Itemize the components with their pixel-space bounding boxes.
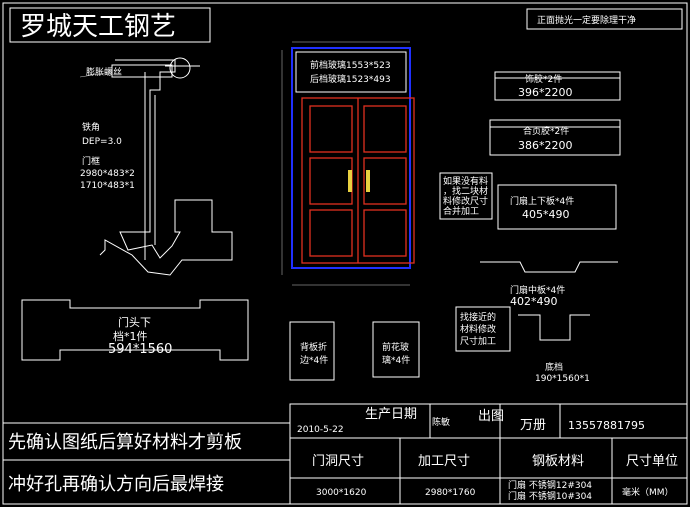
production-date: 2010-5-22 — [297, 425, 344, 435]
door-head-part: 门头下 档*1件 594*1560 — [21, 299, 249, 361]
dep-label: DEP=3.0 — [82, 137, 122, 147]
front-glass-label: 前档玻璃1553*523 — [310, 59, 391, 71]
frame-size-1: 2980*483*2 — [80, 169, 135, 179]
door-frame-label: 门框 — [82, 155, 100, 167]
title: 罗城天工钢艺 — [20, 12, 176, 42]
unit-label: 尺寸单位 — [626, 454, 678, 469]
spec-table: 生产日期 2010-5-22 陈敏 出图 万册 13557881795 门洞尺寸… — [289, 403, 688, 505]
top-note-box — [526, 8, 683, 30]
bottom-stop-size: 190*1560*1 — [535, 374, 590, 384]
steel-label: 钢板材料 — [532, 454, 584, 469]
near-material-note: 找接近的 材料修改 尺寸加工 — [455, 306, 511, 352]
rear-glass-label: 后档玻璃1523*493 — [310, 73, 391, 85]
angle-iron-label: 铁角 — [82, 121, 100, 133]
decor-glue-size: 396*2200 — [518, 86, 573, 99]
drawn-by-label: 出图 — [478, 409, 504, 424]
bottom-stop-part: 底档 190*1560*1 — [518, 314, 590, 384]
side-fold-label: 背板折 — [300, 341, 327, 353]
notice-line-1: 先确认图纸后算好材料才剪板 — [8, 432, 242, 453]
front-glass-flower-count: 璃*4件 — [382, 354, 410, 366]
steel-2: 门扇 不锈钢10#304 — [508, 490, 592, 502]
middle-plate-size: 402*490 — [510, 295, 558, 308]
material-note-2: ，找二块材 — [443, 185, 488, 197]
notice-block: 先确认图纸后算好材料才剪板 冲好孔再确认方向后最焊接 — [3, 422, 290, 495]
front-glass-flower-part: 前花玻 璃*4件 — [372, 321, 420, 378]
door-elevation: 前档玻璃1553*523 后档玻璃1523*493 — [281, 41, 415, 286]
material-note: 如果没有料 ，找二块材 料修改尺寸 合并加工 — [439, 172, 493, 220]
frame-section: 膨胀螺丝 铁角 DEP=3.0 门框 2980*483*2 1710*483*1 — [79, 57, 233, 276]
middle-plate-part: 门扇中板*4件 402*490 — [480, 261, 618, 308]
material-note-1: 如果没有料 — [443, 175, 488, 187]
hinge-glue-label: 合页胶*2件 — [523, 125, 569, 137]
decor-glue-label: 饰胶*2件 — [525, 73, 562, 85]
process-size: 2980*1760 — [425, 488, 476, 498]
drawn-by: 万册 — [520, 418, 546, 433]
side-fold-count: 边*4件 — [300, 354, 328, 366]
front-glass-flower-label: 前花玻 — [382, 341, 409, 353]
title-box — [9, 7, 211, 43]
customer-name: 陈敏 — [432, 416, 450, 428]
expansion-screw-label: 膨胀螺丝 — [86, 66, 122, 78]
near-note-2: 材料修改 — [460, 323, 496, 335]
upper-lower-plate-label: 门扇上下板*4件 — [510, 195, 574, 207]
production-date-label: 生产日期 — [365, 407, 417, 422]
door-head-size: 594*1560 — [108, 342, 172, 357]
hinge-glue-size: 386*2200 — [518, 139, 573, 152]
hinge-glue-part: 合页胶*2件 386*2200 — [489, 119, 621, 156]
upper-lower-plate-size: 405*490 — [522, 208, 570, 221]
bottom-stop-label: 底档 — [545, 361, 563, 373]
material-note-4: 合并加工 — [443, 205, 479, 217]
near-note-3: 尺寸加工 — [460, 335, 496, 347]
steel-1: 门扇 不锈钢12#304 — [508, 479, 592, 491]
door-size-label: 门洞尺寸 — [312, 454, 364, 469]
middle-plate-label: 门扇中板*4件 — [510, 284, 565, 296]
door-head-label: 门头下 — [118, 315, 151, 329]
notice-line-2: 冲好孔再确认方向后最焊接 — [8, 474, 224, 495]
top-note: 正面抛光一定要除理干净 — [537, 14, 636, 26]
process-size-label: 加工尺寸 — [418, 454, 470, 469]
near-note-1: 找接近的 — [460, 311, 496, 323]
door-head-count: 档*1件 — [113, 329, 148, 343]
unit: 毫米（MM） — [622, 486, 674, 498]
upper-lower-plate-part: 门扇上下板*4件 405*490 — [497, 184, 617, 230]
frame-size-2: 1710*483*1 — [80, 181, 135, 191]
phone-number: 13557881795 — [568, 419, 645, 432]
side-fold-part: 背板折 边*4件 — [289, 321, 335, 381]
door-size: 3000*1620 — [316, 488, 367, 498]
decor-glue-part: 饰胶*2件 396*2200 — [494, 71, 621, 101]
material-note-3: 料修改尺寸 — [443, 195, 488, 207]
